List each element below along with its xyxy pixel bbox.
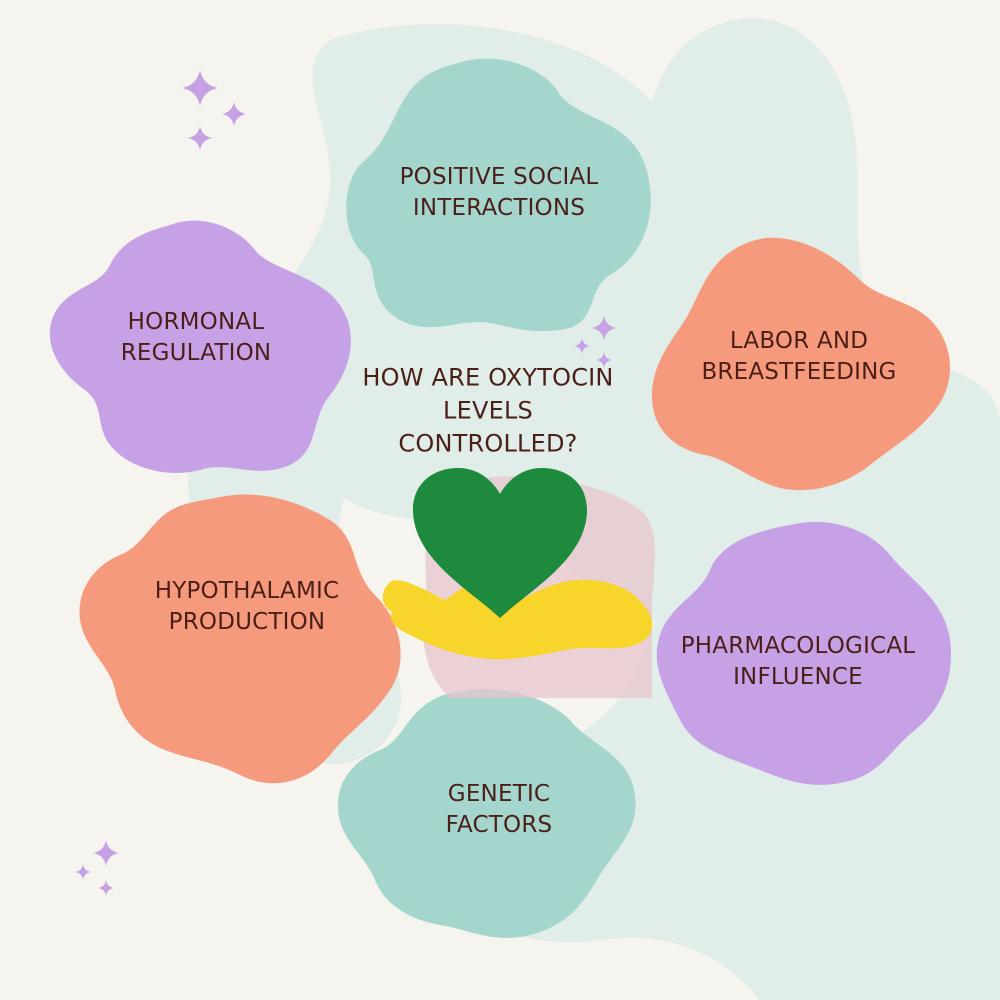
node-pharmacological-influence: PHARMACOLOGICAL INFLUENCE	[681, 631, 916, 693]
sparkle-icon	[596, 352, 612, 368]
sparkle-icon	[93, 840, 119, 866]
node-positive-social-interactions: POSITIVE SOCIAL INTERACTIONS	[400, 162, 599, 224]
heart-shape	[412, 468, 588, 618]
title-line: CONTROLLED?	[398, 429, 578, 458]
title-line: HOW ARE OXYTOCIN	[362, 363, 614, 392]
node-hormonal-regulation: HORMONAL REGULATION	[121, 307, 272, 369]
title-line: LEVELS	[443, 396, 533, 425]
node-label-line: REGULATION	[120, 340, 272, 366]
node-label-line: PRODUCTION	[168, 609, 326, 635]
blob-pharmacological-influence	[656, 521, 951, 785]
node-hypothalamic-production: HYPOTHALAMIC PRODUCTION	[155, 576, 340, 638]
sparkle-icon	[98, 880, 114, 896]
node-label-line: INFLUENCE	[733, 664, 863, 690]
blob-hypothalamic-production	[79, 494, 401, 784]
diagram-title: HOW ARE OXYTOCIN LEVELS CONTROLLED?	[362, 362, 613, 461]
node-label-line: FACTORS	[445, 812, 553, 838]
blob-hormonal-regulation	[49, 220, 351, 473]
node-label-line: POSITIVE SOCIAL	[399, 164, 599, 190]
sparkle-icon	[182, 70, 218, 106]
heart-in-hand-icon	[382, 468, 655, 698]
node-genetic-factors: GENETIC FACTORS	[446, 779, 553, 841]
node-label-line: HORMONAL	[127, 309, 265, 335]
node-label-line: PHARMACOLOGICAL	[680, 633, 916, 659]
sparkles	[75, 70, 616, 896]
node-label-line: HYPOTHALAMIC	[154, 578, 340, 604]
hand-shape	[382, 579, 653, 660]
blob-genetic-factors	[337, 689, 636, 938]
sparkle-icon	[574, 338, 590, 354]
node-label-line: INTERACTIONS	[412, 195, 586, 221]
node-label-line: LABOR AND	[729, 328, 869, 354]
blob-labor-and-breastfeeding	[651, 237, 950, 491]
node-labor-and-breastfeeding: LABOR AND BREASTFEEDING	[701, 326, 896, 388]
sparkle-icon	[188, 126, 212, 150]
sparkle-icon	[592, 316, 616, 340]
node-label-line: GENETIC	[447, 781, 551, 807]
sparkle-icon	[75, 864, 91, 880]
blob-positive-social-interactions	[346, 58, 651, 332]
node-blobs	[49, 58, 951, 938]
node-label-line: BREASTFEEDING	[701, 359, 897, 385]
sparkle-icon	[222, 102, 246, 126]
